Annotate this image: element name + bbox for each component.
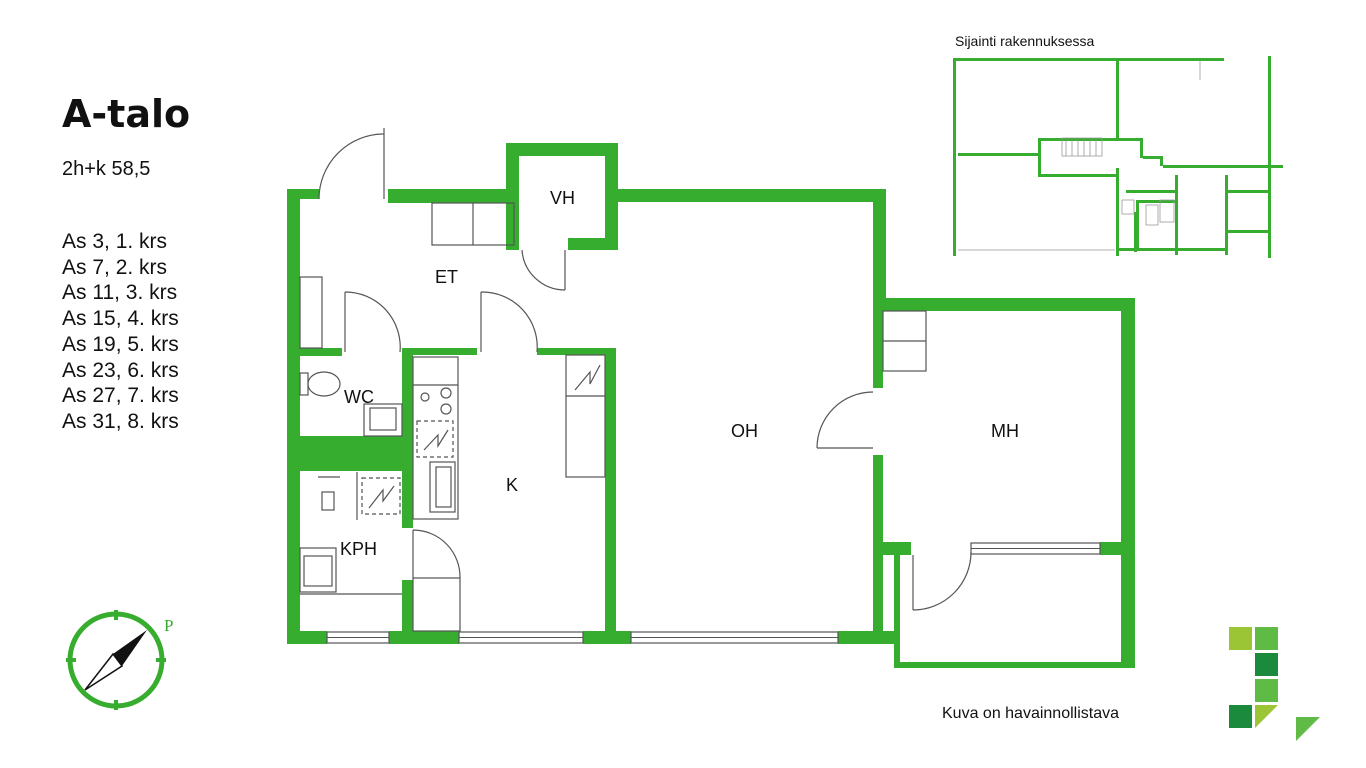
room-label-et: ET: [435, 267, 458, 287]
apartment-item: As 27, 7. krs: [62, 384, 179, 408]
location-map-walls: [953, 56, 1283, 258]
apartment-item: As 19, 5. krs: [62, 332, 179, 356]
apartment-item: As 23, 6. krs: [62, 358, 179, 382]
room-labels: VH ET WC K OH MH KPH: [340, 188, 1019, 559]
location-map-title: Sijainti rakennuksessa: [955, 33, 1095, 49]
apartment-type: 2h+k 58,5: [62, 158, 151, 180]
compass-icon: [66, 610, 166, 710]
logo-icon: [1229, 627, 1320, 741]
room-label-k: K: [506, 475, 518, 495]
window-glass: [327, 548, 1100, 638]
compass-north-label: P: [164, 616, 173, 635]
apartment-item: As 11, 3. krs: [62, 281, 178, 305]
room-label-vh: VH: [550, 188, 575, 208]
disclaimer-text: Kuva on havainnollistava: [942, 705, 1120, 722]
walls: [287, 143, 1135, 668]
room-label-kph: KPH: [340, 539, 377, 559]
location-map-details: [958, 60, 1201, 251]
apartment-item: As 3, 1. krs: [62, 230, 168, 253]
room-label-oh: OH: [731, 421, 758, 441]
apartment-list: As 3, 1. krs As 7, 2. krs As 11, 3. krs …: [62, 229, 179, 435]
building-title: A-talo: [62, 92, 191, 136]
apartment-item: As 15, 4. krs: [62, 307, 179, 331]
apartment-item: As 31, 8. krs: [62, 409, 179, 433]
room-label-wc: WC: [344, 387, 374, 407]
room-label-mh: MH: [991, 421, 1019, 441]
apartment-item: As 7, 2. krs: [62, 255, 168, 279]
